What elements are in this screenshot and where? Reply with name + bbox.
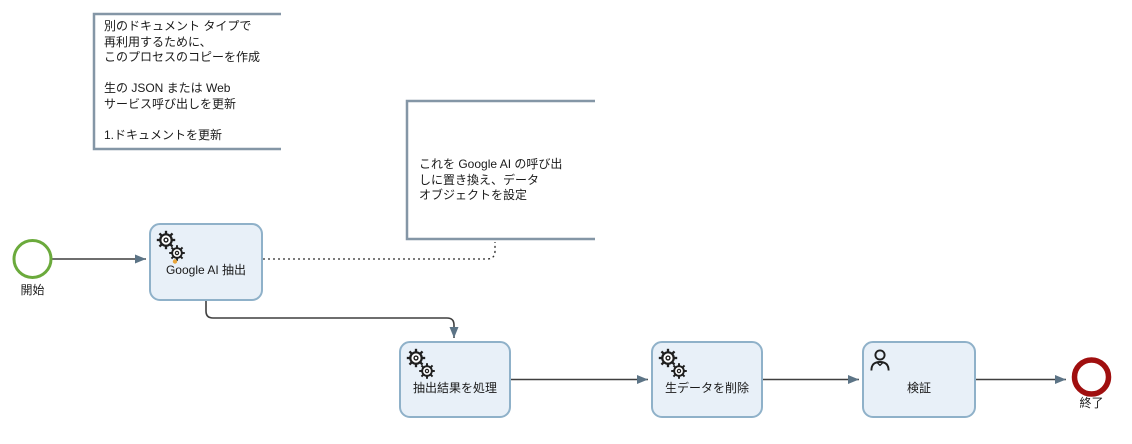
annotation-replace-call[interactable] <box>405 99 595 241</box>
icon-accent-dot <box>172 259 178 264</box>
task-google-ai-extract[interactable] <box>149 223 263 301</box>
gears-icon <box>157 231 185 264</box>
task-delete-raw-data-label: 生データを削除 <box>664 381 749 395</box>
task-verify[interactable] <box>862 341 976 418</box>
annotation-copy-process-text: 別のドキュメント タイプで 再利用するために、 このプロセスのコピーを作成 生の… <box>104 19 261 142</box>
task-verify-label: 検証 <box>906 381 931 395</box>
end-event-label: 終了 <box>1079 396 1104 410</box>
start-event-circle[interactable] <box>12 239 53 279</box>
annotation-copy-process[interactable] <box>92 12 281 151</box>
task-process-extraction-results-label: 抽出結果を処理 <box>412 381 497 395</box>
task-process-extraction-results[interactable] <box>399 341 511 418</box>
association-to-annotation[interactable] <box>263 242 496 260</box>
task-delete-raw-data[interactable] <box>651 341 763 418</box>
annotation-replace-call-text: これを Google AI の呼び出 しに置き換え、データ オブジェクトを設定 <box>419 157 563 202</box>
flow-extract-to-process[interactable] <box>205 300 459 338</box>
end-event-circle[interactable] <box>1071 357 1112 397</box>
task-google-ai-extract-label: Google AI 抽出 <box>165 263 247 277</box>
start-event-label: 開始 <box>20 283 45 297</box>
